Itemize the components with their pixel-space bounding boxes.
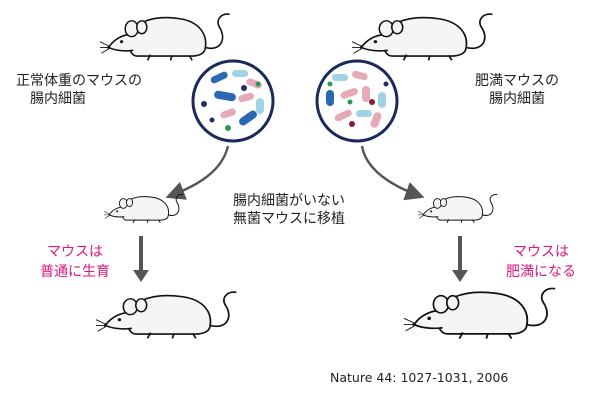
normal-microbiota-label: 正常体重のマウスの 腸内細菌 <box>16 73 142 107</box>
obese-mouse <box>351 13 494 62</box>
left-transplant-arrow <box>165 145 230 200</box>
right-growth-arrow <box>452 236 468 282</box>
normal-microbiota-circle <box>191 59 275 143</box>
obese-microbiota-label: 肥満マウスの 腸内細菌 <box>475 73 559 107</box>
normal-result-label: マウスは 普通に生育 <box>40 244 110 280</box>
transplant-label: 腸内細菌がいない 無菌マウスに移植 <box>233 193 345 227</box>
obese-result-mouse <box>403 287 557 340</box>
germ-free-mouse-right <box>417 194 498 224</box>
obese-microbiota-circle <box>315 59 399 143</box>
normal-growth-mouse <box>95 291 238 340</box>
right-transplant-arrow <box>360 145 425 201</box>
obese-result-label: マウスは 肥満になる <box>506 244 576 280</box>
citation: Nature 44: 1027-1031, 2006 <box>330 370 509 385</box>
normal-weight-mouse <box>99 13 231 62</box>
germ-free-mouse-left <box>103 194 184 224</box>
left-growth-arrow <box>133 236 149 282</box>
